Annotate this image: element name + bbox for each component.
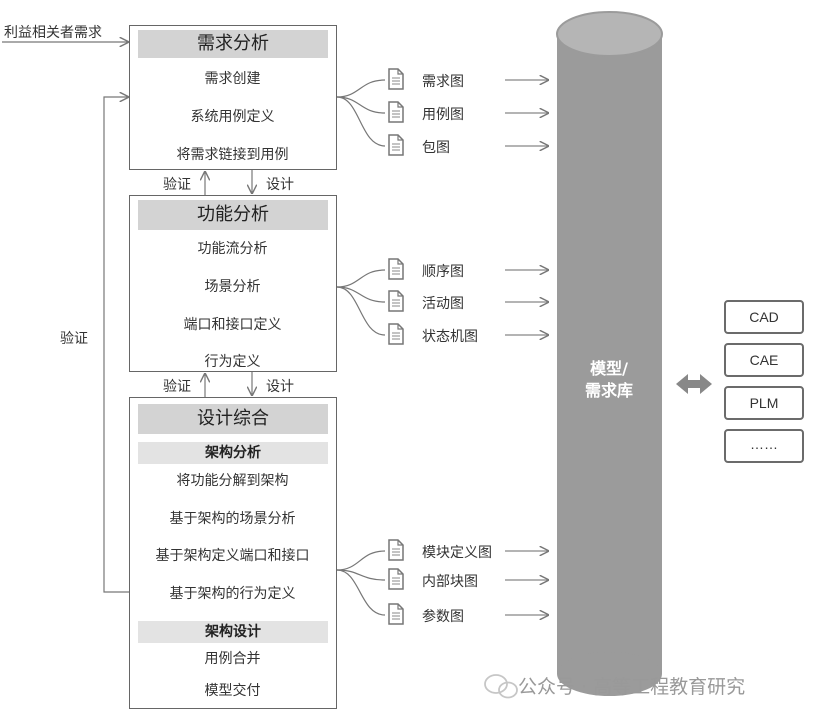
doc-package-diagram: 包图: [422, 140, 450, 156]
step-decompose-functions: 将功能分解到架构: [176, 473, 289, 489]
requirements-title: 需求分析: [138, 30, 328, 58]
repository-label-line2: 需求库: [584, 381, 633, 400]
document-icon: [388, 323, 404, 349]
doc-block-definition-diagram: 模块定义图: [422, 545, 492, 561]
step-use-case-definition: 系统用例定义: [190, 109, 275, 125]
doc-sequence-diagram: 顺序图: [422, 264, 464, 280]
step-arch-behavior: 基于架构的行为定义: [169, 586, 296, 602]
step-scenario-analysis: 场景分析: [204, 279, 261, 295]
doc-use-case-diagram: 用例图: [422, 107, 464, 123]
doc-parametric-diagram: 参数图: [422, 609, 464, 625]
arch-analysis-title: 架构分析: [138, 442, 328, 464]
step-behavior-definition: 行为定义: [204, 354, 261, 370]
step-requirement-creation: 需求创建: [204, 71, 261, 87]
document-icon: [388, 134, 404, 160]
verify-label-1: 验证: [163, 177, 191, 193]
document-icon: [388, 101, 404, 127]
repository-cylinder: [556, 11, 663, 696]
wechat-icon: [484, 674, 518, 699]
step-function-flow: 功能流分析: [197, 241, 268, 257]
tool-more: ……: [724, 429, 804, 463]
doc-state-machine-diagram: 状态机图: [422, 329, 478, 345]
verify-loop-arrow: [103, 97, 136, 593]
document-icon: [388, 68, 404, 94]
repository-label-line1: 模型/: [590, 359, 628, 378]
doc-requirements-diagram: 需求图: [422, 74, 464, 90]
document-icon: [388, 290, 404, 316]
tool-plm: PLM: [724, 386, 804, 420]
functional-analysis-box: 功能分析 功能流分析 场景分析 端口和接口定义 行为定义: [129, 195, 337, 372]
stakeholder-needs-label: 利益相关者需求: [4, 25, 102, 41]
design-label-1: 设计: [266, 177, 294, 193]
verify-label-2: 验证: [163, 379, 191, 395]
document-icon: [388, 568, 404, 594]
synthesis-title: 设计综合: [138, 404, 328, 434]
step-link-requirements: 将需求链接到用例: [176, 147, 289, 163]
requirements-analysis-box: 需求分析 需求创建 系统用例定义 将需求链接到用例: [129, 25, 337, 170]
left-verify-label: 验证: [60, 331, 88, 347]
design-label-2: 设计: [266, 379, 294, 395]
document-icon: [388, 258, 404, 284]
step-use-case-merge: 用例合并: [204, 651, 261, 667]
step-port-interface: 端口和接口定义: [183, 317, 282, 333]
document-icon: [388, 603, 404, 629]
doc-activity-diagram: 活动图: [422, 296, 464, 312]
tool-cad: CAD: [724, 300, 804, 334]
watermark-text: 公众号 · 高等工程教育研究: [518, 676, 746, 698]
design-synthesis-box: 设计综合 架构分析 将功能分解到架构 基于架构的场景分析 基于架构定义端口和接口…: [129, 397, 337, 709]
functional-title: 功能分析: [138, 200, 328, 230]
document-icon: [388, 539, 404, 565]
step-arch-scenario: 基于架构的场景分析: [169, 511, 296, 527]
step-model-delivery: 模型交付: [204, 683, 261, 699]
bidirectional-arrow-icon: [676, 374, 712, 394]
doc-internal-block-diagram: 内部块图: [422, 574, 478, 590]
arch-design-title: 架构设计: [138, 621, 328, 643]
repository-label: 模型/ 需求库: [559, 358, 659, 402]
tool-cae: CAE: [724, 343, 804, 377]
step-arch-ports: 基于架构定义端口和接口: [155, 548, 310, 564]
